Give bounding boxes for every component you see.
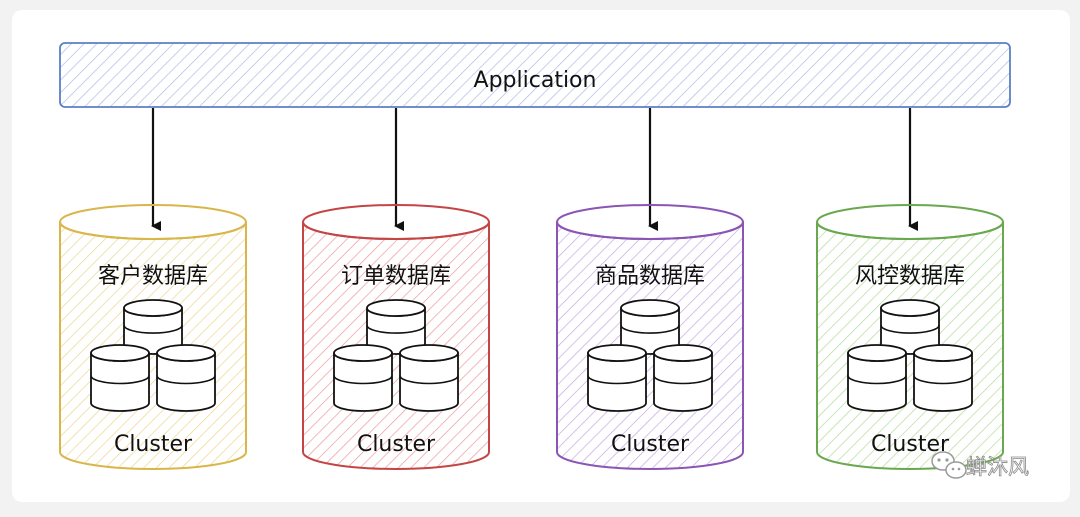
wechat-icon xyxy=(931,451,967,479)
application-box-border xyxy=(59,42,1011,108)
cluster-node-top xyxy=(366,299,426,355)
application-box: Application xyxy=(59,42,1011,108)
cluster-node-right xyxy=(399,344,459,412)
databases: 客户数据库 Cluster 订单数据库 Cluster 商品数据库 Cluster 风控数据… xyxy=(59,204,1004,470)
cluster-label: Cluster xyxy=(357,432,436,457)
cluster-node-left xyxy=(847,344,907,412)
database-cylinder-2: 订单数据库 Cluster xyxy=(302,204,490,470)
cluster-node-left xyxy=(90,344,150,412)
cluster-node-top xyxy=(123,299,183,355)
watermark: 蝉沐风 xyxy=(931,451,1029,479)
database-top xyxy=(302,204,490,240)
database-cylinder-1: 客户数据库 Cluster xyxy=(59,204,247,470)
cluster-node-left xyxy=(333,344,393,412)
database-label: 商品数据库 xyxy=(595,264,705,289)
arrows xyxy=(151,108,918,231)
database-label: 客户数据库 xyxy=(98,264,208,289)
cluster-icon xyxy=(333,299,459,412)
cluster-label: Cluster xyxy=(114,432,193,457)
cluster-node-right xyxy=(913,344,973,412)
cluster-icon xyxy=(90,299,216,412)
application-label: Application xyxy=(474,68,597,93)
cluster-node-right xyxy=(156,344,216,412)
database-label: 风控数据库 xyxy=(855,264,965,289)
database-top xyxy=(816,204,1004,240)
watermark-text: 蝉沐风 xyxy=(966,455,1029,479)
cluster-icon xyxy=(847,299,973,412)
database-top xyxy=(59,204,247,240)
cluster-node-right xyxy=(653,344,713,412)
cluster-node-left xyxy=(587,344,647,412)
diagram-card xyxy=(12,10,1070,502)
database-label: 订单数据库 xyxy=(341,264,451,289)
database-top xyxy=(556,204,744,240)
database-cylinder-3: 商品数据库 Cluster xyxy=(556,204,744,470)
cluster-icon xyxy=(587,299,713,412)
cluster-label: Cluster xyxy=(611,432,690,457)
